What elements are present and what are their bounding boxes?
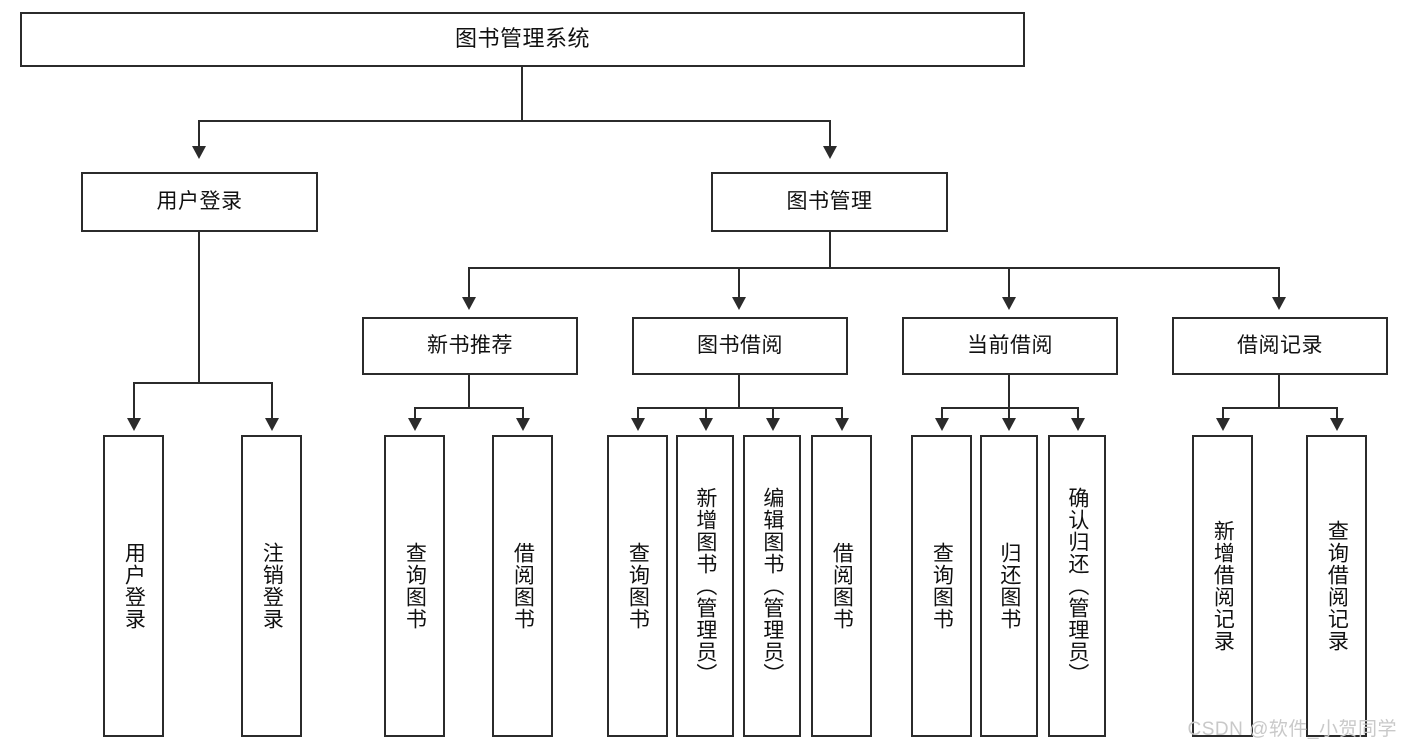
arrowhead-leaf-query-record [1330, 418, 1344, 431]
connector-book-manage-bus [468, 267, 1278, 269]
arrowhead-leaf-query-book-3 [935, 418, 949, 431]
connector-user-login-branch-1 [133, 382, 135, 420]
node-label: 查询图书 [626, 542, 650, 630]
node-label: 新增图书（管理员） [693, 487, 717, 685]
arrowhead-current-borrow [1002, 297, 1016, 310]
arrowhead-leaf-add-book [699, 418, 713, 431]
arrowhead-leaf-edit-book [766, 418, 780, 431]
arrowhead-leaf-borrow-book-2 [835, 418, 849, 431]
leaf-query-book-new-book-rec[interactable]: 查询图书 [384, 435, 445, 737]
connector-user-login-bus [133, 382, 273, 384]
node-label: 借阅记录 [1237, 334, 1323, 358]
leaf-borrow-book-new-book-rec[interactable]: 借阅图书 [492, 435, 553, 737]
connector-book-manage-branch-1 [468, 267, 470, 299]
connector-borrow-record-branch-2 [1336, 407, 1338, 420]
arrowhead-leaf-query-book-2 [631, 418, 645, 431]
leaf-query-book-book-borrow[interactable]: 查询图书 [607, 435, 668, 737]
connector-book-manage-branch-2 [738, 267, 740, 299]
connector-user-login-branch-2 [271, 382, 273, 420]
node-user-login[interactable]: 用户登录 [81, 172, 318, 232]
node-label: 用户登录 [156, 190, 243, 214]
node-label: 确认归还（管理员） [1065, 487, 1089, 685]
node-label: 当前借阅 [967, 334, 1053, 358]
node-borrow-record[interactable]: 借阅记录 [1172, 317, 1388, 375]
leaf-query-borrow-record[interactable]: 查询借阅记录 [1306, 435, 1367, 737]
connector-new-book-rec-branch-2 [522, 407, 524, 420]
arrowhead-borrow-record [1272, 297, 1286, 310]
node-label: 查询图书 [403, 542, 427, 630]
leaf-borrow-book-book-borrow[interactable]: 借阅图书 [811, 435, 872, 737]
arrowhead-leaf-confirm-return [1071, 418, 1085, 431]
leaf-add-borrow-record[interactable]: 新增借阅记录 [1192, 435, 1253, 737]
leaf-confirm-return-admin[interactable]: 确认归还（管理员） [1048, 435, 1106, 737]
connector-current-borrow-branch-2 [1008, 407, 1010, 420]
arrowhead-leaf-return-book [1002, 418, 1016, 431]
arrowhead-leaf-query-book-1 [408, 418, 422, 431]
connector-book-borrow-stem [738, 375, 740, 407]
node-label: 查询图书 [930, 542, 954, 630]
node-label: 借阅图书 [511, 542, 535, 630]
connector-borrow-record-bus [1222, 407, 1336, 409]
node-label: 归还图书 [997, 542, 1021, 630]
node-current-borrow[interactable]: 当前借阅 [902, 317, 1118, 375]
connector-current-borrow-branch-3 [1077, 407, 1079, 420]
connector-root-to-user-login [198, 120, 200, 148]
arrowhead-user-login [192, 146, 206, 159]
arrowhead-leaf-user-login [127, 418, 141, 431]
node-label: 编辑图书（管理员） [760, 487, 784, 685]
connector-new-book-rec-bus [414, 407, 524, 409]
connector-book-borrow-branch-2 [705, 407, 707, 420]
arrowhead-leaf-borrow-book-1 [516, 418, 530, 431]
connector-user-login-stem [198, 232, 200, 382]
connector-new-book-rec-stem [468, 375, 470, 407]
connector-current-borrow-stem [1008, 375, 1010, 407]
connector-borrow-record-stem [1278, 375, 1280, 407]
leaf-query-book-current-borrow[interactable]: 查询图书 [911, 435, 972, 737]
arrowhead-leaf-user-logout [265, 418, 279, 431]
leaf-user-logout[interactable]: 注销登录 [241, 435, 302, 737]
connector-new-book-rec-branch-1 [414, 407, 416, 420]
leaf-user-login[interactable]: 用户登录 [103, 435, 164, 737]
node-label: 图书管理系统 [454, 26, 590, 52]
node-label: 注销登录 [260, 542, 284, 630]
connector-root-to-book-manage [829, 120, 831, 148]
node-label: 新增借阅记录 [1211, 520, 1235, 652]
node-book-borrow[interactable]: 图书借阅 [632, 317, 848, 375]
leaf-add-book-admin[interactable]: 新增图书（管理员） [676, 435, 734, 737]
leaf-edit-book-admin[interactable]: 编辑图书（管理员） [743, 435, 801, 737]
connector-current-borrow-branch-1 [941, 407, 943, 420]
arrowhead-new-book-rec [462, 297, 476, 310]
node-label: 用户登录 [122, 542, 146, 630]
node-label: 借阅图书 [830, 542, 854, 630]
node-new-book-recommendation[interactable]: 新书推荐 [362, 317, 578, 375]
connector-book-manage-stem [829, 232, 831, 267]
connector-root-bus [198, 120, 831, 122]
connector-borrow-record-branch-1 [1222, 407, 1224, 420]
node-label: 新书推荐 [427, 334, 513, 358]
connector-book-borrow-branch-3 [772, 407, 774, 420]
connector-book-manage-branch-3 [1008, 267, 1010, 299]
node-label: 图书管理 [786, 190, 873, 214]
connector-book-manage-branch-4 [1278, 267, 1280, 299]
connector-book-borrow-branch-4 [841, 407, 843, 420]
arrowhead-book-manage [823, 146, 837, 159]
node-label: 图书借阅 [697, 334, 783, 358]
node-book-management[interactable]: 图书管理 [711, 172, 948, 232]
arrowhead-leaf-add-record [1216, 418, 1230, 431]
leaf-return-book[interactable]: 归还图书 [980, 435, 1038, 737]
connector-book-borrow-branch-1 [637, 407, 639, 420]
node-root-book-management-system[interactable]: 图书管理系统 [20, 12, 1025, 67]
connector-root-stem [521, 67, 523, 120]
node-label: 查询借阅记录 [1325, 520, 1349, 652]
arrowhead-book-borrow [732, 297, 746, 310]
connector-book-borrow-bus [637, 407, 841, 409]
